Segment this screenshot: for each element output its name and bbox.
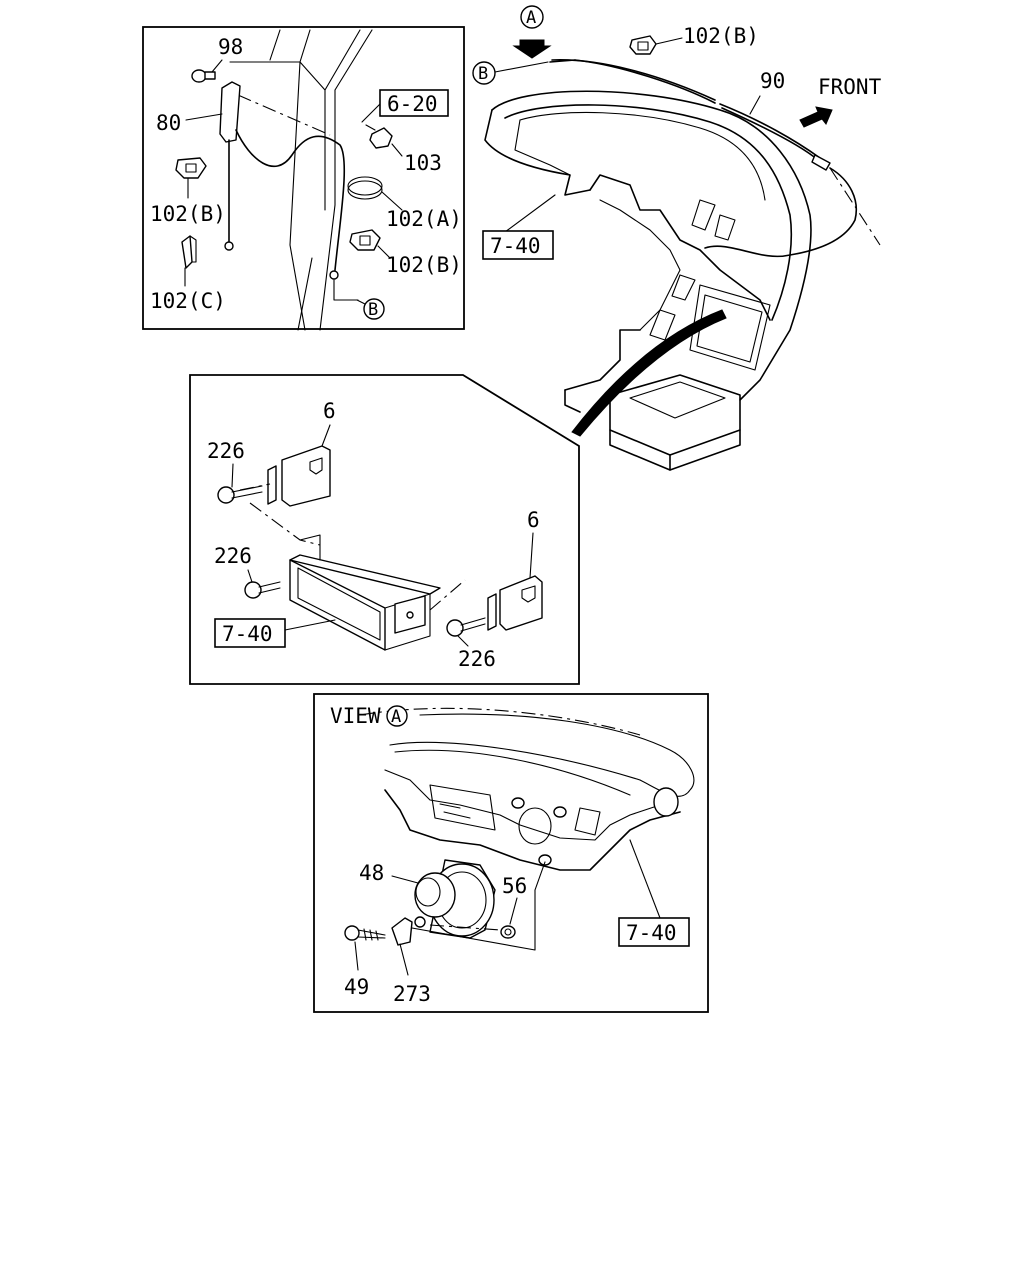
bolt-226-lower <box>446 617 486 637</box>
label-226-upper: 226 <box>207 439 245 463</box>
circle-b-top-text: B <box>478 64 488 84</box>
ref-box-6-20[interactable]: 6-20 <box>379 89 449 117</box>
antenna-bracket <box>219 81 241 143</box>
label-front: FRONT <box>818 75 882 99</box>
speaker-48 <box>414 859 496 939</box>
dashboard-assembly <box>484 35 881 471</box>
circle-b-top: B <box>472 61 496 85</box>
clamp-102b-top <box>629 35 657 55</box>
ref-7-40-top-text: 7-40 <box>490 234 541 258</box>
label-102b-top: 102(B) <box>683 24 759 48</box>
label-56: 56 <box>502 874 527 898</box>
view-a-panel <box>313 693 709 1013</box>
circle-a-top: A <box>520 5 544 29</box>
label-90: 90 <box>760 69 785 93</box>
label-273: 273 <box>393 982 431 1006</box>
ref-box-7-40-top[interactable]: 7-40 <box>482 230 554 260</box>
circle-b-inset: B <box>363 298 385 320</box>
clip-273 <box>391 916 426 946</box>
antenna-inset-panel <box>142 26 465 331</box>
band-102a <box>347 176 383 200</box>
label-226-lower: 226 <box>458 647 496 671</box>
circle-b-inset-text: B <box>368 300 378 320</box>
grommet-103 <box>369 127 393 149</box>
label-view: VIEW <box>330 704 381 728</box>
ref-box-7-40-bottom[interactable]: 7-40 <box>618 917 690 947</box>
label-6-upper: 6 <box>323 399 336 423</box>
label-102c: 102(C) <box>150 289 226 313</box>
ref-7-40-mid-text: 7-40 <box>222 622 273 646</box>
ref-box-7-40-mid[interactable]: 7-40 <box>214 618 286 648</box>
label-6-lower: 6 <box>527 508 540 532</box>
label-98: 98 <box>218 35 243 59</box>
label-226-middle: 226 <box>214 544 252 568</box>
bolt-226-middle <box>244 581 281 599</box>
circle-a-view-text: A <box>391 707 401 727</box>
bolt-98 <box>191 69 216 83</box>
label-102a: 102(A) <box>386 207 462 231</box>
label-102b-left: 102(B) <box>150 202 226 226</box>
bolt-226-upper <box>217 483 271 504</box>
clamp-102b-right <box>349 229 381 251</box>
bracket-6-upper <box>281 445 331 507</box>
clamp-102b-left <box>175 157 207 179</box>
nut-56 <box>500 925 516 939</box>
label-49: 49 <box>344 975 369 999</box>
bracket-6-lower <box>499 575 543 631</box>
clip-102c <box>181 235 197 269</box>
label-48: 48 <box>359 861 384 885</box>
front-arrow-icon <box>799 106 833 128</box>
screw-49 <box>344 925 386 941</box>
circle-a-top-text: A <box>526 8 536 28</box>
ref-7-40-bottom-text: 7-40 <box>626 921 677 945</box>
label-102b-right: 102(B) <box>386 253 462 277</box>
label-80: 80 <box>156 111 181 135</box>
ref-6-20-text: 6-20 <box>387 92 438 116</box>
label-103: 103 <box>404 151 442 175</box>
bracket-inset-panel <box>189 374 580 685</box>
circle-a-view: A <box>386 705 408 727</box>
